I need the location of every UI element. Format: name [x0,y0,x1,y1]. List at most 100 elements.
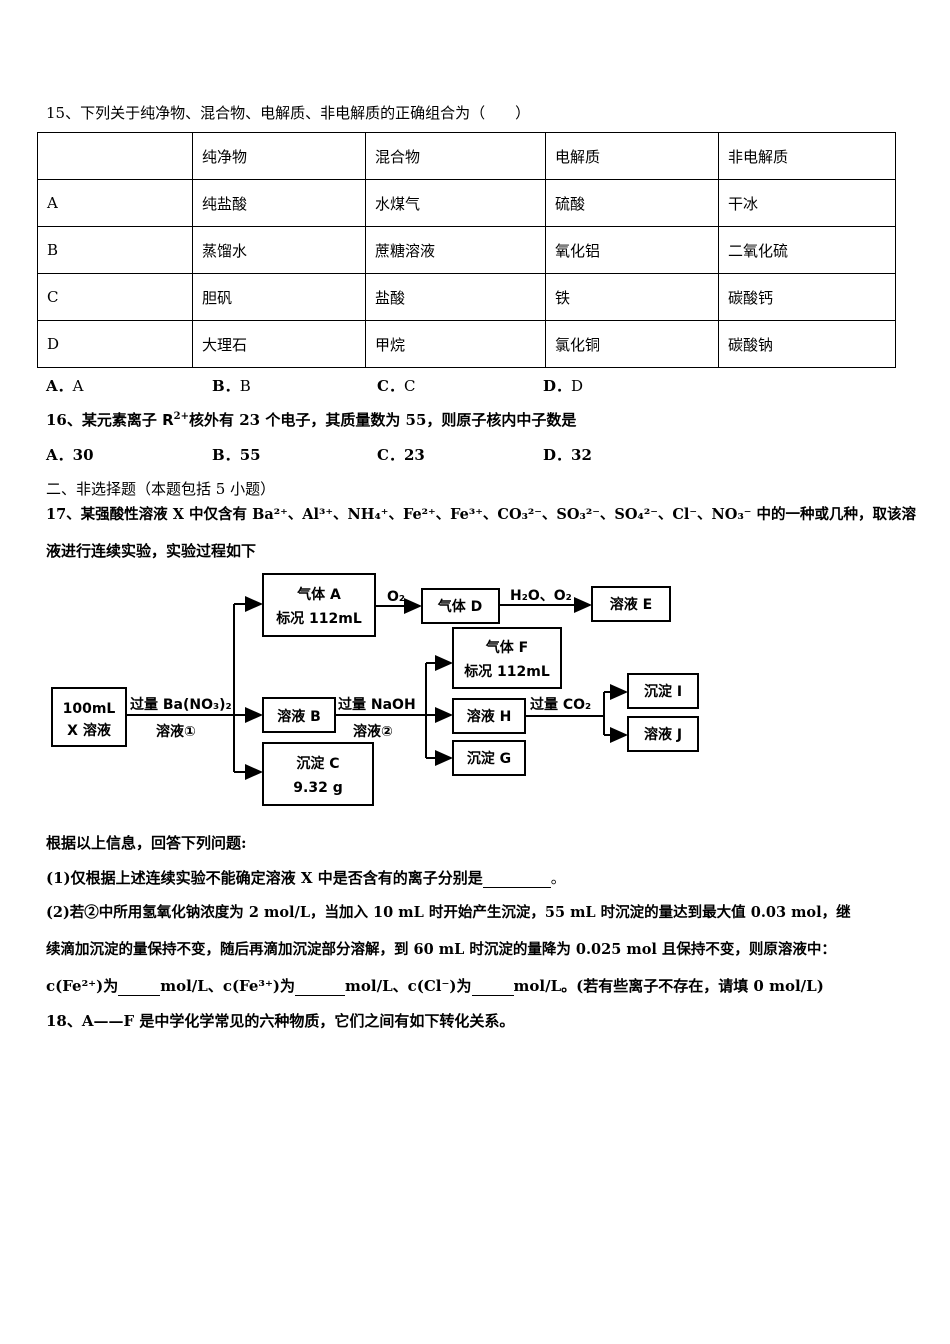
flow-step1-label: 溶液① [156,723,196,740]
table-header-cell: 电解质 [545,132,719,180]
table-row: C 胆矾 盐酸 铁 碳酸钙 [37,273,896,321]
box-precipitate-c [262,742,374,806]
table-cell: 水煤气 [365,179,546,227]
q16-option-a[interactable]: A．30 [46,444,94,465]
q17-intro: 根据以上信息，回答下列问题: [46,834,247,852]
table-header-cell: 纯净物 [192,132,366,180]
q17-stem-line1: 17、某强酸性溶液 X 中仅含有 Ba²⁺、Al³⁺、NH₄⁺、Fe²⁺、Fe³… [46,506,916,523]
table-header-cell: 非电解质 [718,132,896,180]
flow-precipitate-i: 沉淀 I [644,683,682,700]
option-text: D [571,377,584,395]
conc-fe3-label: c(Fe³⁺)为 [222,977,296,995]
option-text: 23 [403,446,425,464]
answer-blank-fe2[interactable] [118,977,161,996]
box-x-solution [51,687,127,747]
flow-precipitate-c-line2: 9.32 g [293,780,342,796]
flow-gas-d: 气体 D [437,598,483,615]
flow-solution-e: 溶液 E [610,596,652,613]
flow-o2-label: O₂ [387,589,405,605]
flow-step1-reagent: 过量 Ba(NO₃)₂ [130,696,232,713]
answer-blank-cl[interactable] [471,977,514,996]
table-cell: 蒸馏水 [192,226,366,274]
flow-step2-label: 溶液② [353,723,393,740]
option-text: 30 [72,446,94,464]
flow-step2-reagent: 过量 NaOH [338,696,416,713]
option-letter: C． [377,377,404,395]
q17-part1: (1)仅根据上述连续实验不能确定溶液 X 中是否含有的离子分别是 。 [46,867,566,888]
conc-cl-label: c(Cl⁻)为 [407,977,472,995]
table-cell: 甲烷 [365,320,546,368]
table-cell: 碳酸钠 [718,320,896,368]
q17-flow-diagram: 100mL X 溶液 过量 Ba(NO₃)₂ 溶液① 气体 A 标况 112mL… [51,573,699,806]
table-cell: 盐酸 [365,273,546,321]
table-header-cell [37,132,193,180]
q17-part2-line3: c(Fe²⁺)为 mol/L、c(Fe³⁺)为 mol/L、c(Cl⁻)为 mo… [46,975,824,996]
option-text: 55 [239,446,261,464]
q16-option-b[interactable]: B．55 [212,444,261,465]
q16-stem-a: 16、某元素离子 [46,411,163,429]
q15-option-c[interactable]: C．C [377,375,415,396]
option-letter: B． [212,377,240,395]
option-letter: D． [543,377,572,395]
section-title: 二、非选择题（本题包括 5 小题） [46,480,276,498]
unit-label: mol/L。(若有些离子不存在，请填 0 mol/L) [513,977,824,995]
table-cell: 大理石 [192,320,366,368]
table-row: B 蒸馏水 蔗糖溶液 氧化铝 二氧化硫 [37,226,896,274]
option-letter: A． [46,446,73,464]
table-cell: 氯化铜 [545,320,719,368]
option-text: B [239,377,251,395]
q16-stem: 16、某元素离子 R2+核外有 23 个电子，其质量数为 55，则原子核内中子数… [46,409,576,430]
q16-option-d[interactable]: D．32 [543,444,592,465]
q16-charge: 2+ [173,411,190,422]
answer-blank-1[interactable] [482,869,551,888]
table-cell: 硫酸 [545,179,719,227]
q15-option-b[interactable]: B．B [212,375,251,396]
flow-gas-a-line1: 气体 A [296,586,341,603]
flow-solution-j: 溶液 J [644,726,682,743]
flow-precipitate-g: 沉淀 G [467,750,511,767]
box-precipitate-i [627,673,699,709]
q17-part2-line2: 续滴加沉淀的量保持不变，随后再滴加沉淀部分溶解，到 60 mL 时沉淀的量降为 … [46,941,836,958]
box-precipitate-g [452,740,526,776]
table-cell: 纯盐酸 [192,179,366,227]
table-cell: B [37,226,193,274]
table-cell: 二氧化硫 [718,226,896,274]
q15-option-a[interactable]: A．A [46,375,83,396]
option-text: 32 [571,446,592,464]
box-solution-e [591,586,671,622]
table-cell: 铁 [545,273,719,321]
flow-gas-f-line1: 气体 F [485,639,528,656]
box-solution-j [627,716,699,752]
table-cell: 氧化铝 [545,226,719,274]
option-text: C [403,377,416,395]
unit-label: mol/L、 [345,977,408,995]
table-cell: D [37,320,193,368]
conc-fe2-label: c(Fe²⁺)为 [46,977,119,995]
flow-solution-b: 溶液 B [277,708,321,725]
flow-gas-f-line2: 标况 112mL [463,663,550,680]
table-row: D 大理石 甲烷 氯化铜 碳酸钠 [37,320,896,368]
table-cell: 干冰 [718,179,896,227]
table-cell: 蔗糖溶液 [365,226,546,274]
flow-gas-a-line2: 标况 112mL [275,610,362,627]
table-header-row: 纯净物 混合物 电解质 非电解质 [37,132,896,180]
q16-option-c[interactable]: C．23 [377,444,425,465]
q16-ion: R [162,411,174,429]
flow-start-line2: X 溶液 [67,722,112,739]
q17-part1-text: (1)仅根据上述连续实验不能确定溶液 X 中是否含有的离子分别是 [46,869,483,887]
q15-stem: 15、下列关于纯净物、混合物、电解质、非电解质的正确组合为（ ） [46,104,531,122]
option-text: A [72,377,84,395]
flow-solution-h: 溶液 H [467,708,512,725]
answer-blank-fe3[interactable] [295,977,346,996]
q17-stem-line2: 液进行连续实验，实验过程如下 [46,542,257,560]
table-cell: A [37,179,193,227]
q15-option-d[interactable]: D．D [543,375,583,396]
option-letter: B． [212,446,240,464]
unit-label: mol/L、 [160,977,223,995]
q17-part1-end: 。 [550,869,566,887]
box-gas-f [452,627,562,689]
table-cell: C [37,273,193,321]
option-letter: A． [46,377,73,395]
option-letter: C． [377,446,404,464]
table-row: A 纯盐酸 水煤气 硫酸 干冰 [37,179,896,227]
